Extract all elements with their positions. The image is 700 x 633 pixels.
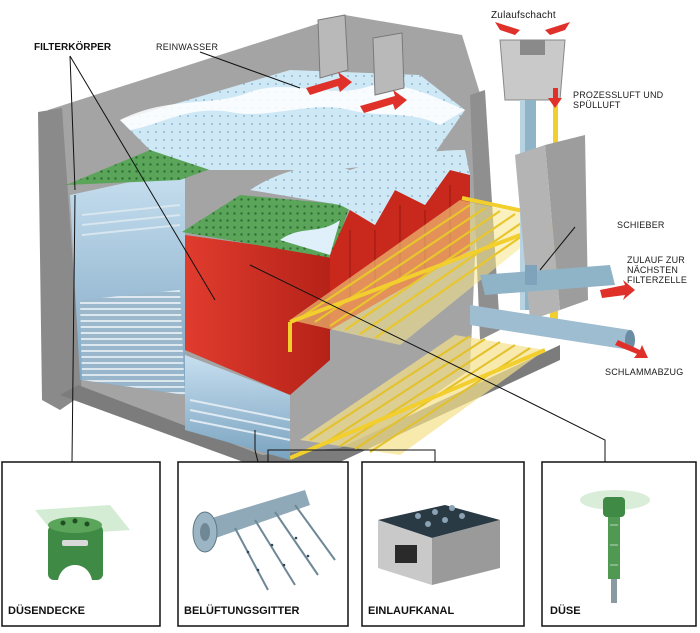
aeration-grid-icon: [192, 490, 336, 591]
lower-nozzle-deck: [185, 355, 291, 460]
nozzle-icon: [580, 490, 650, 603]
label-zulaufschacht: Zulaufschacht: [491, 10, 556, 21]
label-duese: DÜSE: [550, 604, 581, 617]
detail-box-belueftungsgitter: BELÜFTUNGSGITTER: [177, 461, 349, 627]
inlet-shaft: [470, 39, 635, 350]
detail-box-duesendecke: DÜSENDECKE: [1, 461, 161, 627]
yellow-grid-lower: [289, 335, 546, 460]
nozzle-deck-icon: [35, 505, 130, 580]
label-belueftungsgitter: BELÜFTUNGSGITTER: [184, 604, 300, 617]
label-reinwasser: REINWASSER: [156, 42, 218, 52]
label-zulauf-1: ZULAUF ZUR: [627, 255, 685, 265]
clean-water-surface: [120, 70, 465, 170]
inlet-channel-icon: [378, 505, 500, 585]
label-zulauf-3: FILTERZELLE: [627, 275, 687, 285]
leader-lines: [69, 51, 606, 463]
weir-outlets: [317, 14, 405, 96]
flow-arrows: [306, 22, 648, 358]
label-schlammabzug: SCHLAMMABZUG: [605, 367, 683, 377]
label-einlaufkanal: EINLAUFKANAL: [368, 605, 454, 617]
label-filterkoerper: FILTERKÖRPER: [34, 40, 112, 53]
label-prozessluft-1: PROZESSLUFT UND: [573, 90, 664, 100]
detail-box-einlaufkanal: EINLAUFKANAL: [361, 461, 525, 627]
label-schieber: SCHIEBER: [617, 220, 665, 230]
detail-box-duese: DÜSE: [541, 461, 697, 627]
left-filter-cell: [66, 150, 262, 395]
label-prozessluft-2: SPÜLLUFT: [573, 100, 621, 110]
label-zulauf-2: NÄCHSTEN: [627, 265, 678, 275]
label-duesendecke: DÜSENDECKE: [8, 604, 85, 617]
